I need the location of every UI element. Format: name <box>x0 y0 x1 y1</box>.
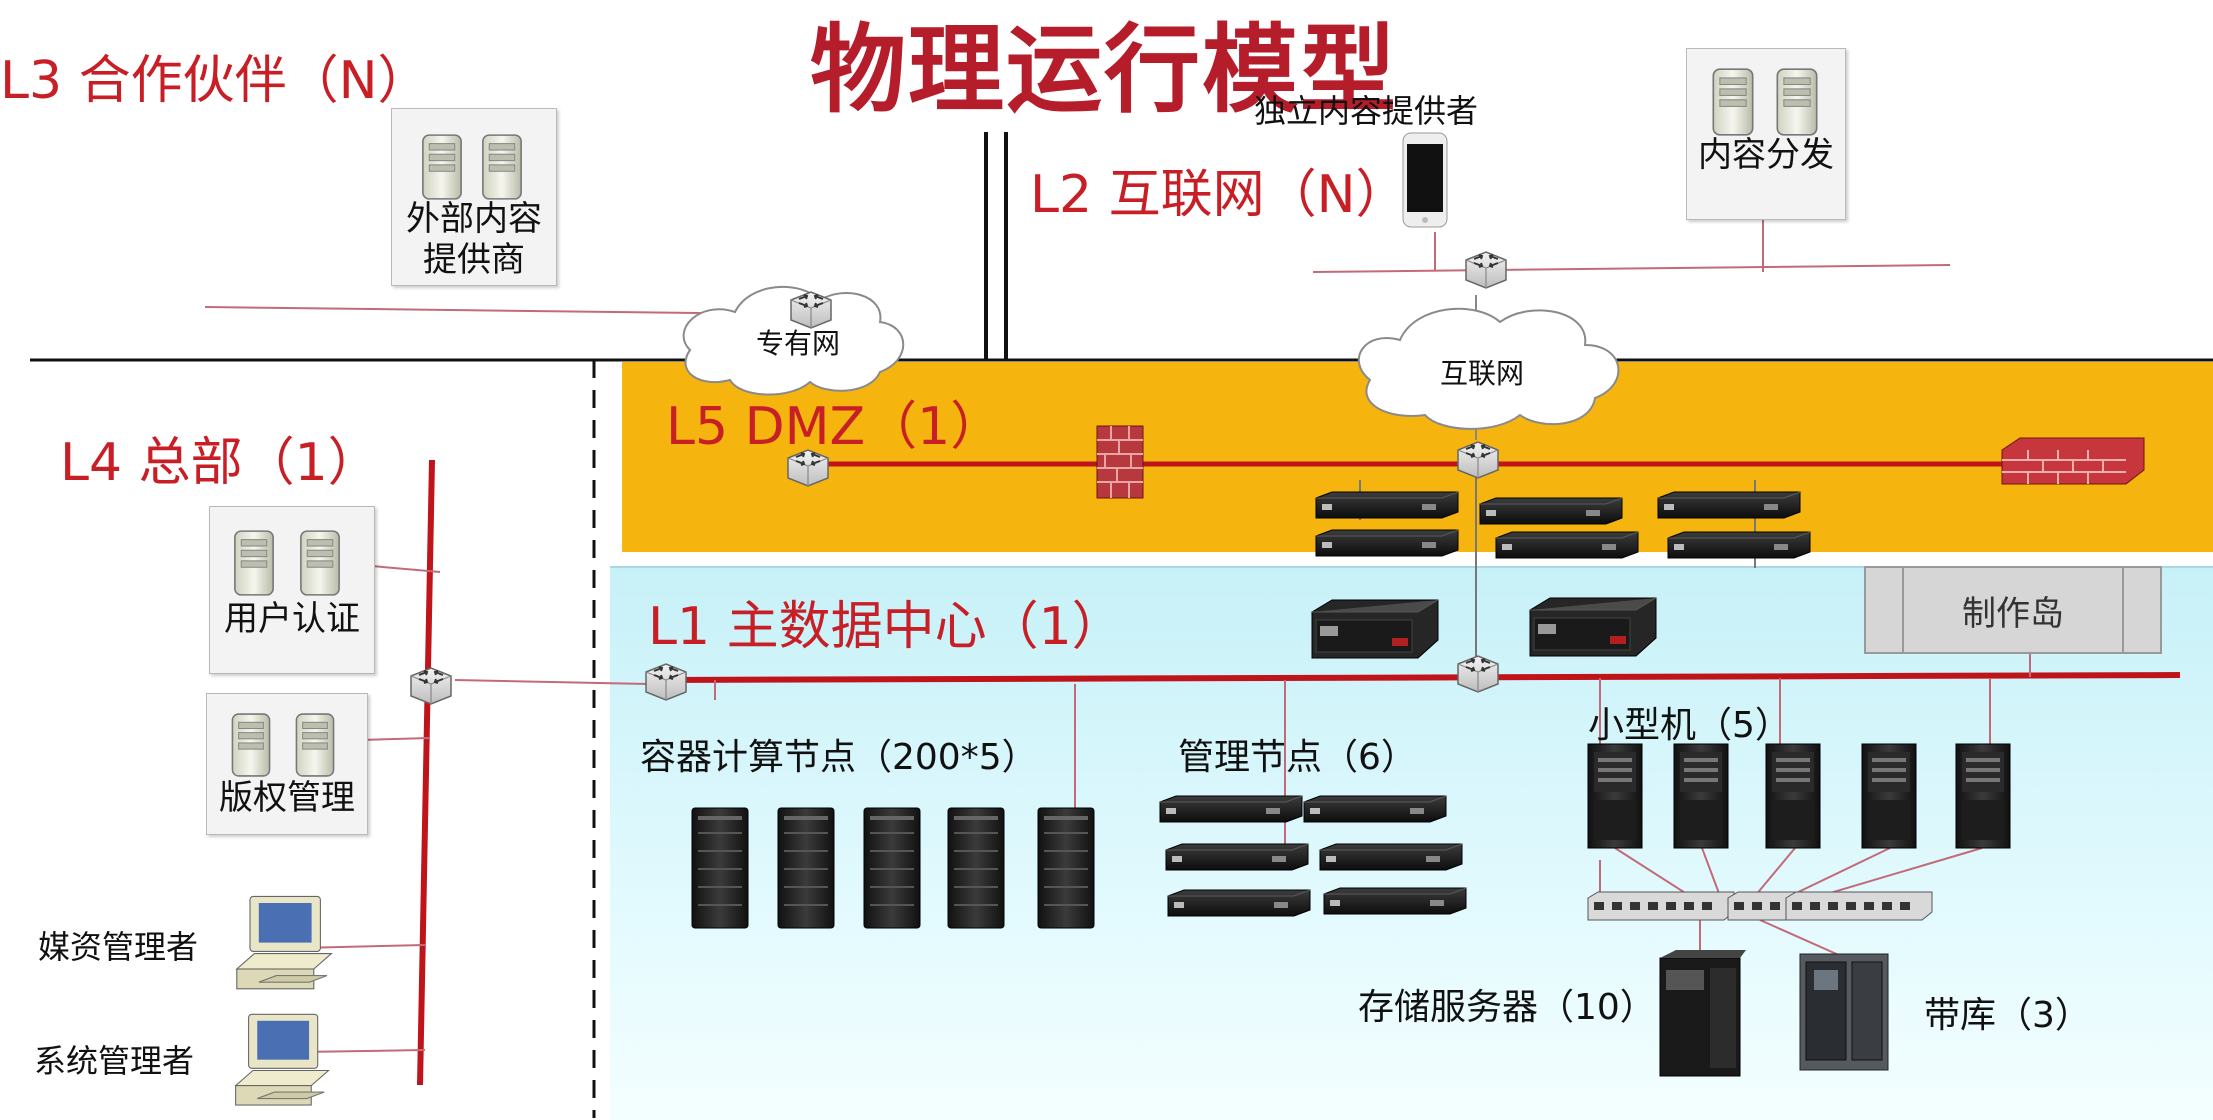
tape-library-label: 带库（3） <box>1924 995 2091 1036</box>
container-node-icon <box>947 807 1005 929</box>
internet-cloud <box>1357 307 1620 430</box>
rack-server-icon <box>1311 599 1439 659</box>
blade-server-icon <box>1495 531 1639 559</box>
blade-server-icon <box>1667 531 1811 559</box>
zone-label-l1: L1 主数据中心（1） <box>648 597 1124 657</box>
management-node-icon <box>1323 887 1467 915</box>
zone-label-l5: L5 DMZ（1） <box>666 397 1003 457</box>
internet-label: 互联网 <box>1440 357 1525 390</box>
tape-library-icon <box>1799 953 1889 1071</box>
container-node-icon <box>863 807 921 929</box>
page-title: 物理运行模型 <box>810 14 1398 126</box>
firewall-icon <box>2001 437 2145 485</box>
copyright-mgmt-box: 版权管理 <box>206 693 368 835</box>
hq-backbone <box>417 459 435 1086</box>
private-network-label: 专有网 <box>756 327 841 360</box>
container-node-icon <box>691 807 749 929</box>
minicomputer-icon <box>1765 743 1821 849</box>
management-node-icon <box>1319 843 1463 871</box>
minicomputer-icon <box>1955 743 2011 849</box>
admin-pc-icon <box>235 1013 330 1106</box>
zone-label-l2: L2 互联网（N） <box>1030 165 1408 225</box>
blade-server-icon <box>1657 491 1801 519</box>
zone-label-l3: L3 合作伙伴（N） <box>0 51 430 111</box>
firewall-icon <box>1096 425 1144 499</box>
datacenter-switch-left <box>645 663 687 701</box>
minicomputer-icon <box>1673 743 1729 849</box>
management-node-icon <box>1165 843 1309 871</box>
external-provider-label: 外部内容提供商 <box>406 199 542 280</box>
production-island-label: 制作岛 <box>1962 594 2064 634</box>
copyright-mgmt-label: 版权管理 <box>219 778 355 818</box>
blade-server-icon <box>1315 491 1459 519</box>
container-node-icon <box>1037 807 1095 929</box>
datacenter-backbone <box>659 672 2181 683</box>
private-network-cloud <box>682 285 905 396</box>
dmz-switch-center <box>1457 441 1499 479</box>
storage-servers-label: 存储服务器（10） <box>1358 987 1656 1028</box>
storage-switch-icon <box>1785 891 1933 921</box>
minicomputers-label: 小型机（5） <box>1588 705 1791 746</box>
admin-pc-icon <box>236 895 332 990</box>
media-admin-label: 媒资管理者 <box>38 928 199 966</box>
storage-switch-icon <box>1587 891 1735 921</box>
blade-server-icon <box>1479 497 1623 525</box>
hq-switch <box>410 667 452 705</box>
system-admin-label: 系统管理者 <box>34 1042 195 1080</box>
zone-label-l4: L4 总部（1） <box>60 433 380 493</box>
blade-server-icon <box>1315 529 1459 557</box>
container-nodes-label: 容器计算节点（200*5） <box>640 737 1038 778</box>
external-provider-box: 外部内容提供商 <box>391 108 557 286</box>
production-island-box: 制作岛 <box>1864 566 2162 654</box>
management-node-icon <box>1159 795 1303 823</box>
independent-provider-label: 独立内容提供者 <box>1254 92 1479 130</box>
container-node-icon <box>777 807 835 929</box>
user-auth-box: 用户认证 <box>209 506 375 674</box>
minicomputer-icon <box>1587 743 1643 849</box>
phone-icon <box>1402 132 1448 228</box>
rack-server-icon <box>1529 597 1657 657</box>
datacenter-switch-center <box>1457 655 1499 693</box>
user-auth-label: 用户认证 <box>224 599 360 639</box>
content-distribution-label: 内容分发 <box>1698 135 1834 175</box>
management-nodes-label: 管理节点（6） <box>1178 737 1417 778</box>
server-icon <box>421 134 523 200</box>
management-node-icon <box>1167 889 1311 917</box>
management-node-icon <box>1303 795 1447 823</box>
content-distribution-box: 内容分发 <box>1686 48 1846 220</box>
minicomputer-icon <box>1861 743 1917 849</box>
internet-switch <box>1465 251 1507 289</box>
storage-server-icon <box>1659 950 1746 1077</box>
server-icon <box>233 530 341 596</box>
